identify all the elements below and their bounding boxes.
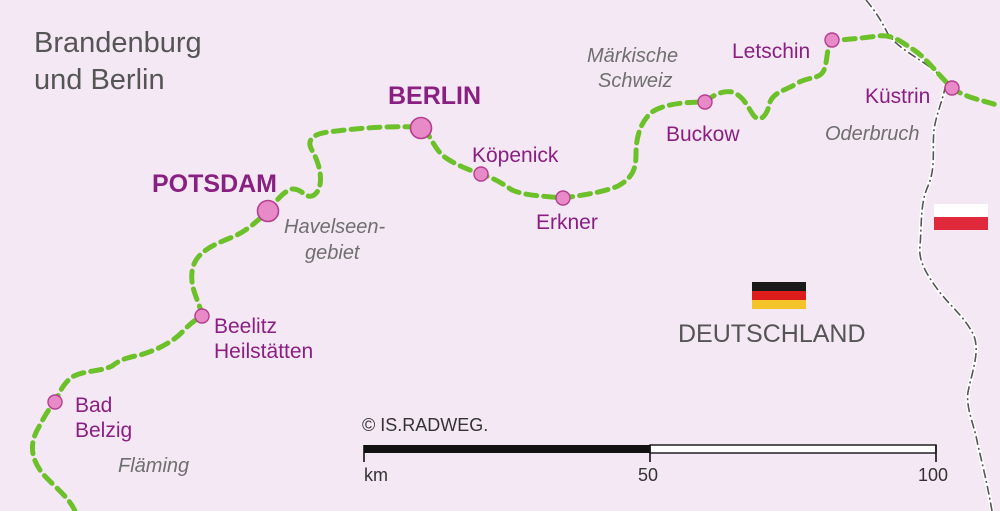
region-title-line2: und Berlin <box>34 64 165 96</box>
scale-bar <box>363 444 937 462</box>
city-label-letschin: Letschin <box>732 40 810 63</box>
area-label-havelseen-line2: gebiet <box>305 242 361 264</box>
city-label-koepenick: Köpenick <box>472 144 559 167</box>
city-marker-beelitz <box>194 308 210 324</box>
city-label-bad-belzig-line2: Belzig <box>75 419 132 442</box>
area-label-maerkische-line1: Märkische <box>587 45 678 67</box>
area-label-oderbruch: Oderbruch <box>825 123 920 145</box>
poland-flag <box>934 204 988 230</box>
region-title-line1: Brandenburg <box>34 27 202 59</box>
city-marker-potsdam <box>256 199 280 223</box>
city-label-potsdam: POTSDAM <box>152 170 277 198</box>
country-border <box>864 0 994 511</box>
scale-tick-50: 50 <box>638 465 658 485</box>
country-label-germany: DEUTSCHLAND <box>678 320 866 348</box>
city-label-buckow: Buckow <box>666 123 740 146</box>
city-marker-buckow <box>697 94 713 110</box>
city-marker-bad-belzig <box>47 394 63 410</box>
area-label-maerkische-line2: Schweiz <box>598 70 672 92</box>
city-marker-erkner <box>555 190 571 206</box>
city-marker-koepenick <box>473 166 489 182</box>
city-marker-letschin <box>824 32 840 48</box>
bike-route <box>30 33 1000 511</box>
copyright-text: © IS.RADWEG. <box>362 415 488 435</box>
city-label-bad-belzig-line1: Bad <box>75 394 112 417</box>
city-marker-kuestrin <box>944 80 960 96</box>
city-label-berlin: BERLIN <box>388 82 481 110</box>
scale-unit: km <box>364 465 388 485</box>
area-label-flaeming: Fläming <box>118 455 189 477</box>
area-label-havelseen-line1: Havelseen- <box>284 216 386 238</box>
city-label-kuestrin: Küstrin <box>865 85 930 108</box>
city-label-beelitz-line2: Heilstätten <box>214 340 313 363</box>
scale-tick-100: 100 <box>918 465 948 485</box>
city-label-erkner: Erkner <box>536 211 598 234</box>
city-marker-berlin <box>409 116 433 140</box>
germany-flag <box>752 282 806 309</box>
city-label-beelitz-line1: Beelitz <box>214 315 277 338</box>
